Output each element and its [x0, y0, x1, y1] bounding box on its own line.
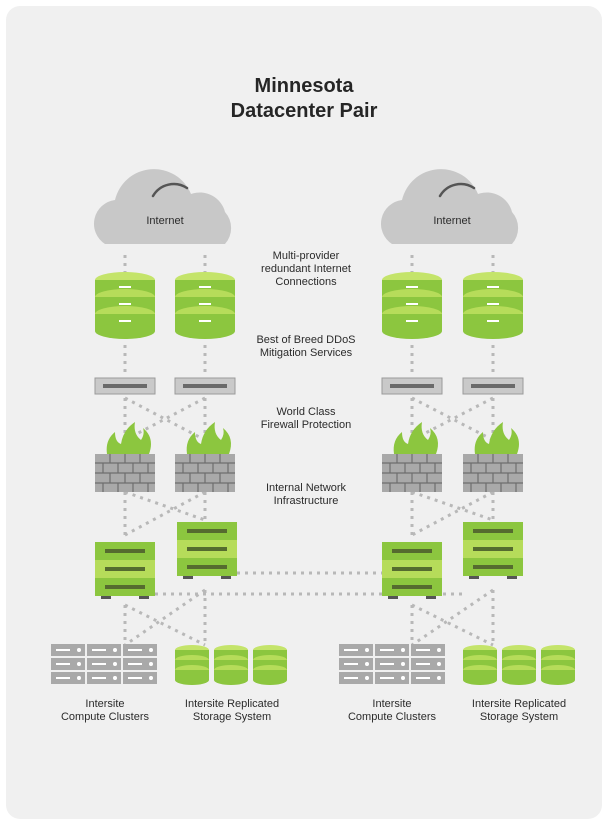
- label-storage-left: Intersite Replicated Storage System: [184, 698, 280, 723]
- router-stack-icon: [382, 542, 442, 599]
- cloud-icon: [379, 167, 520, 246]
- switch-icon: [174, 377, 236, 395]
- storage-drum-icon: [175, 645, 209, 685]
- label-firewall: World Class Firewall Protection: [260, 406, 352, 431]
- storage-drum-icon: [253, 645, 287, 685]
- router-stack-icon: [177, 522, 237, 579]
- cloud-label-left: Internet: [146, 215, 184, 227]
- firewall-icon: [381, 421, 443, 493]
- firewall-icon: [462, 421, 524, 493]
- database-icon: [463, 272, 523, 339]
- label-storage-right: Intersite Replicated Storage System: [471, 698, 567, 723]
- server-rack-icon: [339, 644, 445, 684]
- label-compute-left: Intersite Compute Clusters: [60, 698, 150, 723]
- title-line-2: Datacenter Pair: [230, 100, 378, 122]
- firewall-icon: [94, 421, 156, 493]
- diagram-title: Minnesota Datacenter Pair: [174, 74, 434, 124]
- label-internet-connections: Multi-provider redundant Internet Connec…: [261, 250, 351, 288]
- server-rack-icon: [51, 644, 157, 684]
- cloud-icon: [92, 167, 233, 246]
- storage-drum-icon: [541, 645, 575, 685]
- database-icon: [382, 272, 442, 339]
- router-stack-icon: [95, 542, 155, 599]
- cloud-label-right: Internet: [433, 215, 471, 227]
- firewall-icon: [174, 421, 236, 493]
- label-compute-right: Intersite Compute Clusters: [347, 698, 437, 723]
- label-ddos: Best of Breed DDoS Mitigation Services: [256, 334, 356, 359]
- storage-drum-icon: [463, 645, 497, 685]
- database-icon: [175, 272, 235, 339]
- title-line-1: Minnesota: [254, 75, 354, 97]
- switch-icon: [381, 377, 443, 395]
- label-internal-network: Internal Network Infrastructure: [265, 482, 347, 507]
- switch-icon: [462, 377, 524, 395]
- storage-drum-icon: [502, 645, 536, 685]
- switch-icon: [94, 377, 156, 395]
- database-icon: [95, 272, 155, 339]
- storage-drum-icon: [214, 645, 248, 685]
- router-stack-icon: [463, 522, 523, 579]
